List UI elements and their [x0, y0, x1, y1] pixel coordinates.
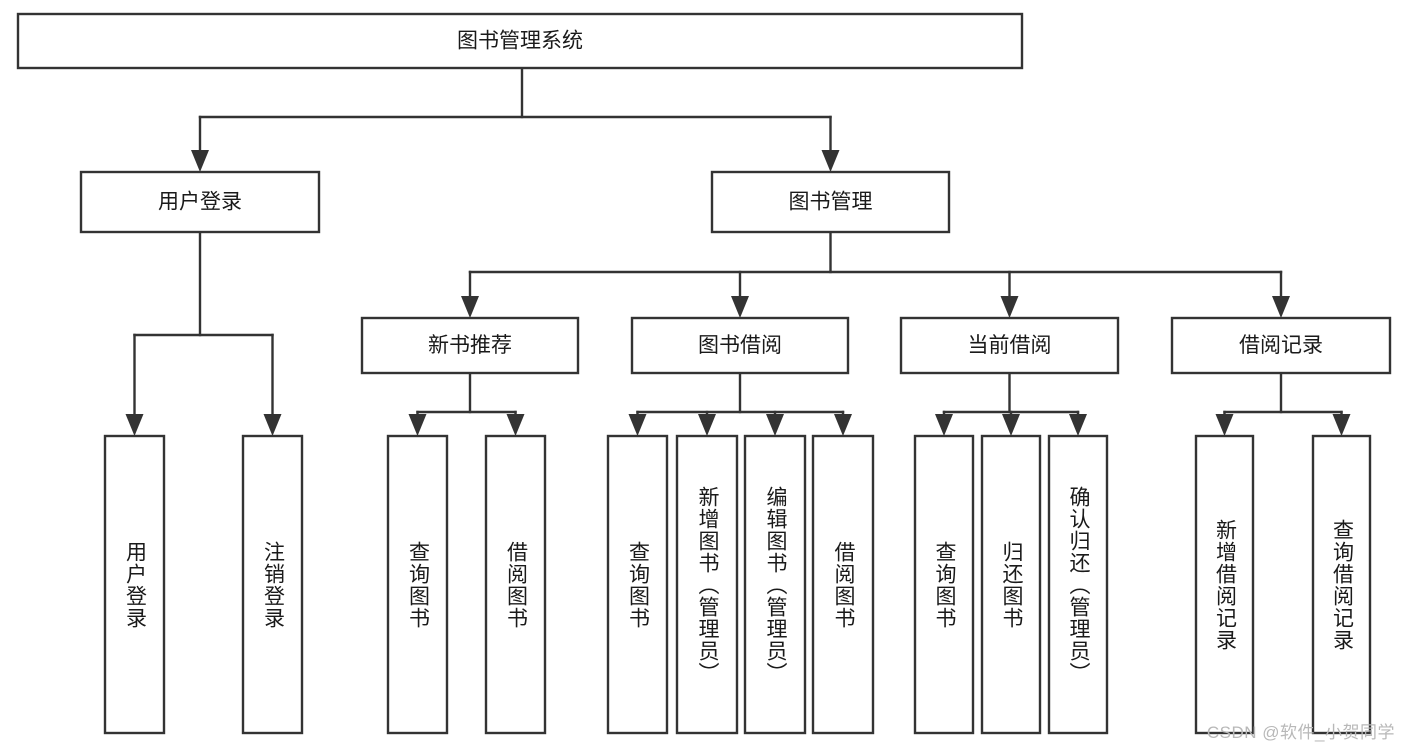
level3-node-box-3[interactable] — [1170, 316, 1392, 375]
leaf-arrow-4-head — [628, 414, 647, 436]
watermark-text: CSDN @软件_小贺同学 — [1206, 723, 1395, 742]
leaf-arrow-3-head — [506, 414, 525, 436]
leaf-node-box-8[interactable] — [913, 434, 975, 735]
leaf-arrow-6-head — [766, 414, 784, 436]
leaf-arrow-10-head — [1069, 414, 1087, 436]
level2-node-label-1: 图书管理 — [789, 191, 873, 214]
leaf-node-box-1[interactable] — [241, 434, 304, 735]
level2-node-box-0[interactable] — [79, 170, 321, 234]
leaf-node-box-7[interactable] — [811, 434, 875, 735]
leaf-node-box-12[interactable] — [1311, 434, 1372, 735]
leaf-arrow-9-head — [1002, 414, 1020, 436]
leaf-node-box-11[interactable] — [1194, 434, 1255, 735]
leaf-node-box-6[interactable] — [743, 434, 807, 735]
leaf-arrow-2-head — [408, 414, 427, 436]
level3-node-label-2: 当前借阅 — [968, 334, 1052, 357]
level2-node-box-1[interactable] — [710, 170, 951, 234]
leaf-arrow-8-head — [935, 414, 953, 436]
level2-node-label-0: 用户登录 — [158, 191, 242, 214]
root-node-label: 图书管理系统 — [457, 30, 583, 53]
leaf-arrow-11-head — [1215, 414, 1234, 436]
leaf-node-box-9[interactable] — [980, 434, 1042, 735]
level2-arrow-1-head — [821, 150, 840, 172]
level3-node-box-0[interactable] — [360, 316, 580, 375]
level3-arrow-0-head — [461, 296, 479, 318]
leaf-arrow-5-head — [698, 414, 716, 436]
leaf-node-box-3[interactable] — [484, 434, 547, 735]
root-node-box[interactable] — [16, 12, 1024, 70]
leaf-node-box-5[interactable] — [675, 434, 739, 735]
level3-arrow-1-head — [731, 296, 749, 318]
leaf-arrow-12-head — [1332, 414, 1351, 436]
leaf-node-box-10[interactable] — [1047, 434, 1109, 735]
leaf-arrow-0-head — [125, 414, 144, 436]
level3-node-label-3: 借阅记录 — [1239, 334, 1323, 357]
level3-arrow-2-head — [1000, 296, 1019, 318]
leaf-node-box-2[interactable] — [386, 434, 449, 735]
leaf-node-box-4[interactable] — [606, 434, 669, 735]
level2-arrow-0-head — [191, 150, 209, 172]
level3-node-label-0: 新书推荐 — [428, 334, 512, 357]
leaf-arrow-1-head — [263, 414, 282, 436]
level3-node-box-2[interactable] — [899, 316, 1120, 375]
level3-node-box-1[interactable] — [630, 316, 850, 375]
leaf-arrow-7-head — [834, 414, 852, 436]
connectors-layer — [125, 66, 1351, 436]
boxes-layer — [16, 12, 1392, 735]
level3-arrow-3-head — [1272, 296, 1290, 318]
leaf-node-box-0[interactable] — [103, 434, 166, 735]
level3-node-label-1: 图书借阅 — [698, 334, 782, 357]
